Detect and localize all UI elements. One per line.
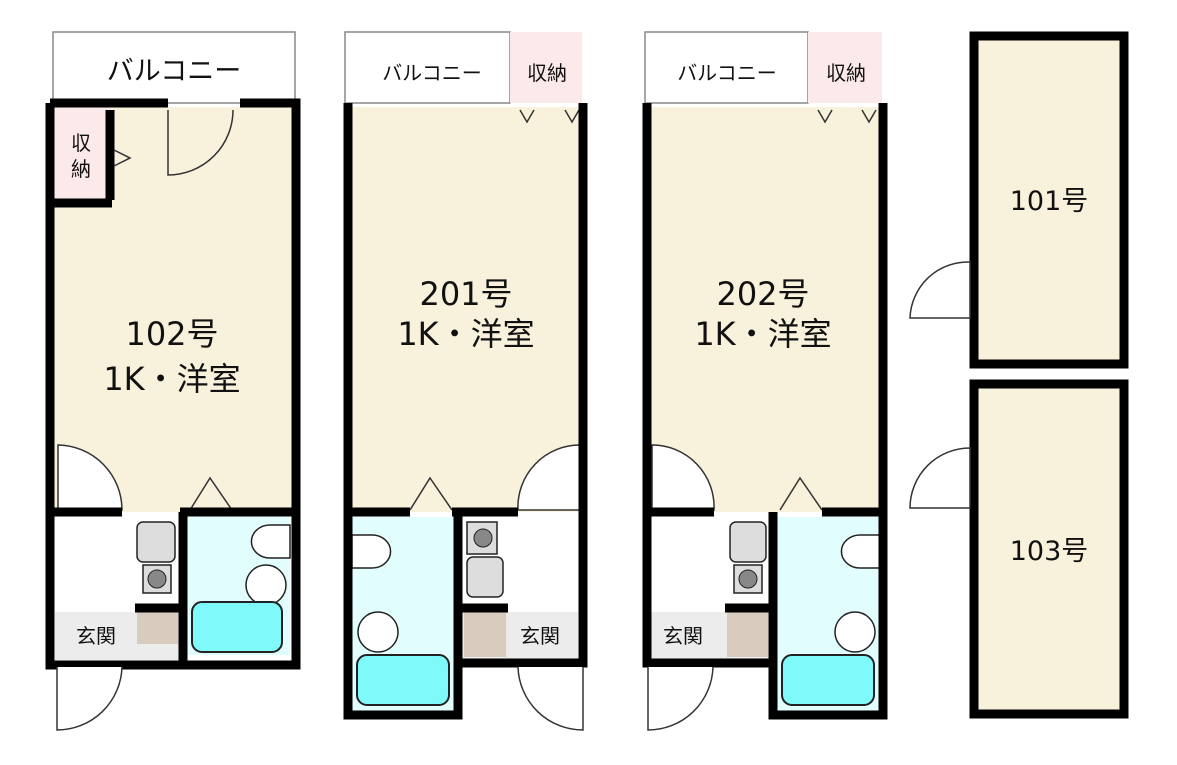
bathtub-icon: [191, 601, 283, 653]
sink-icon: [466, 556, 504, 598]
western-room: [350, 107, 580, 512]
storage: [808, 32, 882, 103]
unit-type: 1K・洋室: [397, 315, 534, 353]
balcony: [644, 31, 809, 104]
unit-101-room: [969, 31, 1129, 369]
interior-wall: [52, 507, 296, 665]
storage-label-top: 収: [71, 131, 91, 155]
door-arc: [909, 261, 971, 319]
interior-wall: [348, 507, 518, 663]
entrance-label: 玄関: [76, 624, 116, 648]
unit-101: 101号: [909, 31, 1129, 369]
exterior-wall: [642, 103, 888, 720]
balcony-label: バルコニー: [382, 61, 482, 85]
stove-burner-icon: [738, 569, 758, 589]
sink-icon: [136, 521, 176, 563]
stove-burner-icon: [147, 569, 167, 589]
storage-label-bottom: 納: [71, 157, 91, 181]
storage: [52, 107, 110, 205]
toilet-icon: [351, 534, 392, 569]
unit-103-room: [969, 379, 1129, 719]
shoe-box: [137, 612, 178, 644]
door-arc: [517, 444, 581, 511]
toilet-icon: [840, 534, 881, 569]
unit-202: バルコニー 収納 202号 1K・洋室 玄関: [642, 31, 888, 731]
bathtub-icon: [356, 654, 450, 706]
interior-wall: [647, 507, 883, 663]
exterior-wall: [343, 103, 588, 720]
front-door-arc: [517, 666, 584, 731]
door-arc: [167, 109, 234, 176]
unit-number: 102号: [125, 315, 218, 353]
door-arc: [909, 447, 971, 509]
unit-103: 103号: [909, 379, 1129, 719]
balcony: [52, 31, 296, 104]
storage-door-mark: [113, 149, 132, 167]
unit-number: 202号: [716, 275, 809, 313]
washbasin-icon: [834, 611, 876, 653]
western-room: [650, 107, 880, 512]
toilet-icon: [250, 524, 291, 559]
unit-201: バルコニー 収納 201号 1K・洋室 玄関: [343, 31, 588, 731]
storage: [510, 32, 582, 103]
storage-door-mark: [817, 109, 877, 124]
unit-number: 103号: [1010, 536, 1089, 567]
folding-door-mark: [189, 476, 233, 511]
washbasin-icon: [357, 611, 399, 653]
balcony-label: バルコニー: [677, 61, 777, 85]
storage-door-mark: [519, 109, 580, 124]
entrance-label: 玄関: [520, 624, 560, 648]
folding-door-mark: [779, 476, 823, 511]
balcony-label: バルコニー: [107, 56, 241, 87]
bathtub-icon: [781, 654, 875, 706]
unit-type: 1K・洋室: [103, 360, 240, 398]
exterior-wall: [45, 98, 301, 670]
front-door-arc: [647, 666, 714, 731]
folding-door-mark: [409, 476, 453, 511]
unit-102: バルコニー 収 納 102号 1K・洋室 玄関: [45, 31, 301, 731]
washbasin-icon: [245, 564, 287, 606]
unit-number: 101号: [1010, 186, 1089, 217]
shoe-box: [464, 612, 506, 657]
entrance-label: 玄関: [663, 624, 703, 648]
stove-burner-icon: [473, 528, 493, 548]
unit-type: 1K・洋室: [694, 315, 831, 353]
storage-label: 収納: [527, 61, 567, 85]
unit-number: 201号: [419, 275, 512, 313]
sink-icon: [729, 521, 767, 563]
shoe-box: [727, 612, 768, 657]
front-door-arc: [56, 666, 123, 731]
storage-label: 収納: [826, 61, 866, 85]
